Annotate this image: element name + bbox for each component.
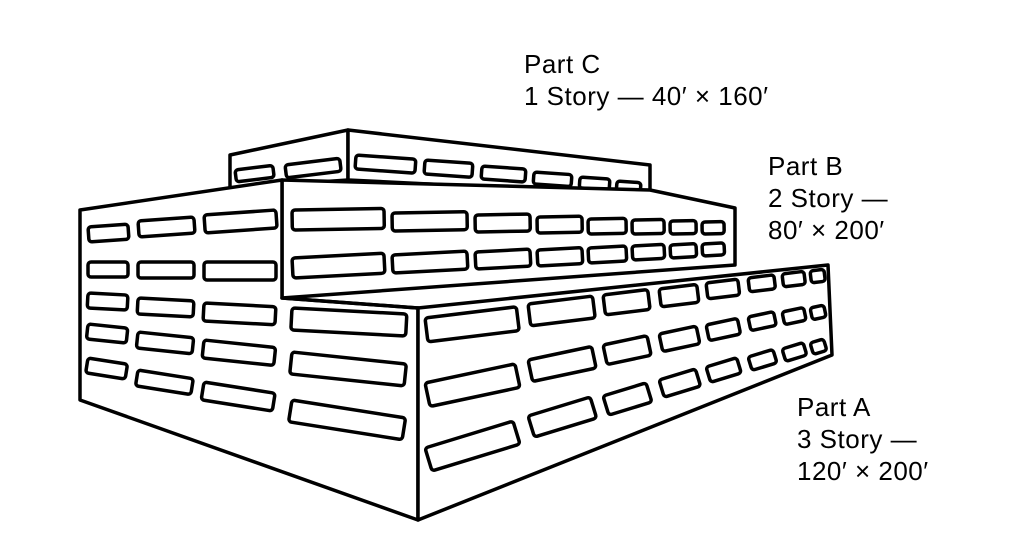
part-a-stories: 3 Story —	[797, 424, 918, 454]
part-b-label: Part B 2 Story — 80′ × 200′	[768, 150, 888, 246]
part-b-title: Part B	[768, 151, 844, 181]
part-c-title: Part C	[524, 49, 601, 79]
part-c-label: Part C 1 Story — 40′ × 160′	[524, 48, 769, 112]
part-c-block	[228, 128, 652, 197]
part-a-left-face	[78, 178, 420, 522]
part-a-title: Part A	[797, 392, 871, 422]
part-a-label: Part A 3 Story — 120′ × 200′	[797, 391, 929, 487]
part-b-block	[280, 178, 737, 300]
part-a-right-face	[280, 263, 834, 522]
part-b-dimensions: 80′ × 200′	[768, 215, 885, 245]
part-c-dimensions: 1 Story — 40′ × 160′	[524, 81, 769, 111]
part-a-dimensions: 120′ × 200′	[797, 456, 929, 486]
part-b-stories: 2 Story —	[768, 183, 889, 213]
